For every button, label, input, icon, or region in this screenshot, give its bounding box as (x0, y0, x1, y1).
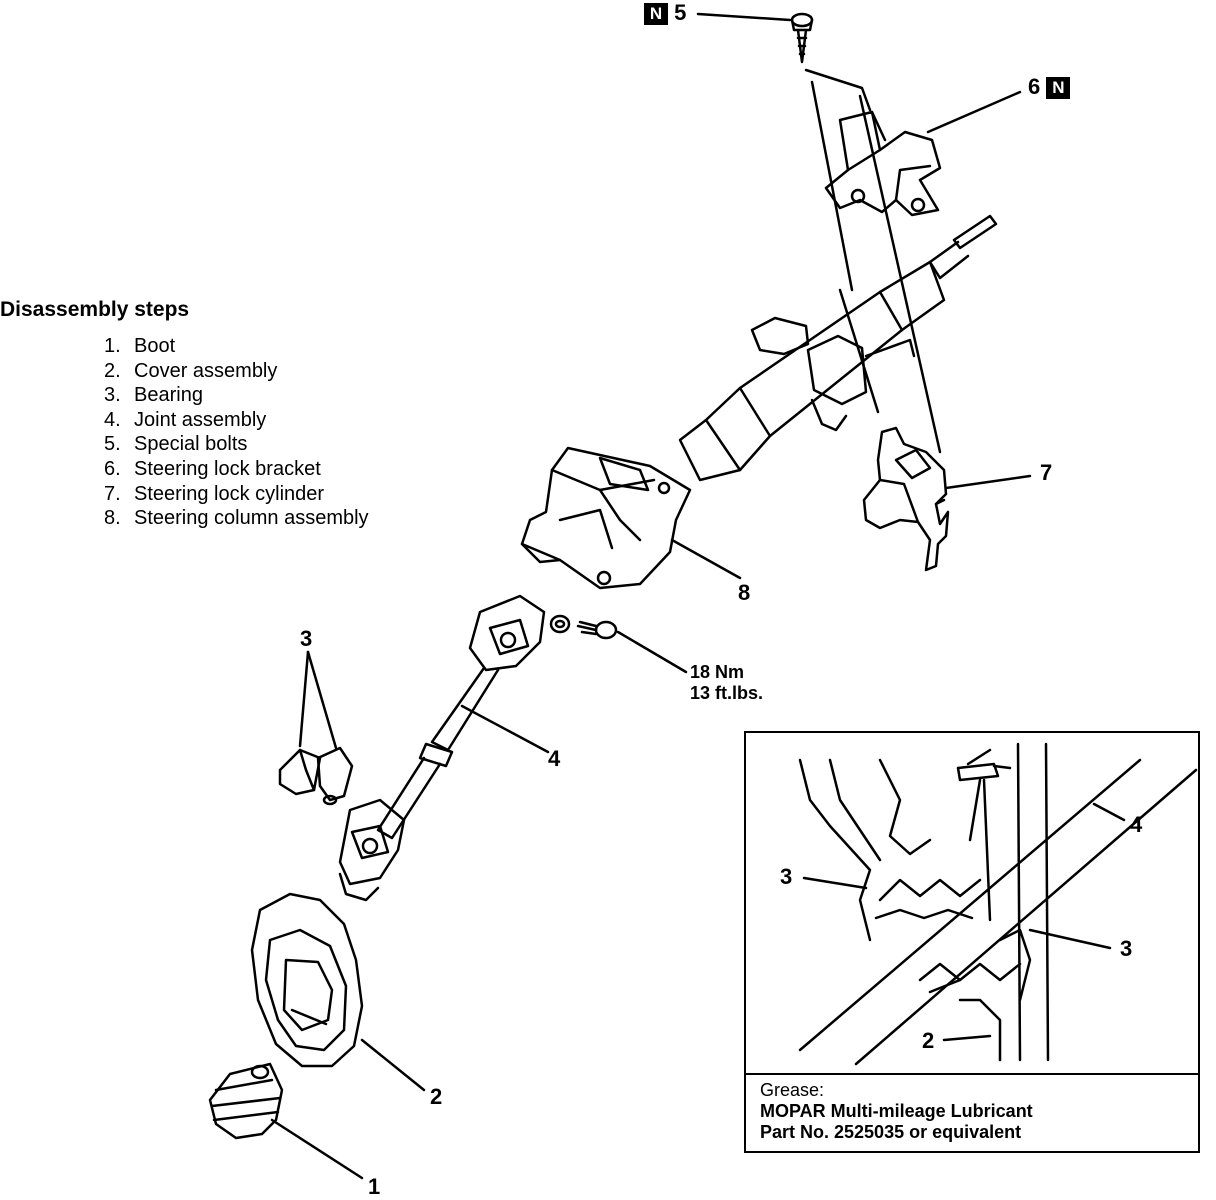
detail-divider (744, 1073, 1200, 1075)
callout-1: 1 (368, 1174, 381, 1199)
boot-drawing (208, 1062, 284, 1140)
callout-4: 4 (548, 746, 561, 771)
torque-ftlbs: 13 ft.lbs. (690, 683, 764, 703)
callout-2: 2 (430, 1084, 443, 1109)
torque-spec: 18 Nm 13 ft.lbs. (690, 662, 763, 704)
grease-note: Grease: MOPAR Multi-mileage Lubricant Pa… (760, 1080, 1033, 1143)
detail-inset-drawing (798, 742, 1198, 1066)
callout-6: 6 N (1028, 74, 1071, 100)
step-item: 1.Boot (104, 335, 176, 357)
step-item: 3.Bearing (104, 384, 203, 407)
step-item: 8.Steering column assembly (104, 507, 369, 530)
detail-leader-3a (802, 876, 868, 890)
step-item: 7.Steering lock cylinder (104, 482, 325, 505)
bolt-guide-line (810, 80, 854, 292)
bearings-drawing (278, 746, 354, 806)
grease-label: Grease: (760, 1080, 825, 1100)
steering-lock-bracket-drawing (824, 110, 942, 217)
callout-5: N 5 (644, 0, 686, 26)
cover-assembly-drawing (250, 892, 364, 1068)
leader-line-6 (926, 90, 1022, 134)
leader-line-3a (298, 650, 310, 748)
bolt-guide-line (804, 68, 872, 112)
bolt-guide-line (858, 94, 942, 454)
detail-leader-2 (942, 1034, 992, 1042)
step-item: 2.Cover assembly (104, 359, 278, 382)
grease-part-number: Part No. 2525035 or equivalent (760, 1122, 1022, 1142)
leader-line-5 (696, 12, 792, 22)
callout-3: 3 (300, 626, 313, 651)
leader-line-3b (306, 650, 338, 750)
leader-line-1 (270, 1118, 364, 1180)
grease-product: MOPAR Multi-mileage Lubricant (760, 1101, 1033, 1121)
detail-callout-3b: 3 (1120, 936, 1133, 961)
leader-line-2 (360, 1038, 426, 1092)
callout-7: 7 (1040, 460, 1053, 485)
step-item: 6.Steering lock bracket (104, 457, 321, 480)
step-item: 4.Joint assembly (104, 408, 267, 431)
detail-inset-box (744, 731, 1200, 1153)
leader-line-torque (616, 630, 688, 674)
detail-callout-2: 2 (922, 1028, 935, 1053)
steering-column-drawing (520, 214, 998, 590)
disassembly-steps-list: 1.Boot 2.Cover assembly 3.Bearing 4.Join… (104, 334, 369, 531)
new-part-badge: N (644, 3, 668, 26)
disassembly-title: Disassembly steps (0, 298, 190, 321)
bolt-guide-line (838, 288, 880, 414)
new-part-badge: N (1046, 77, 1071, 100)
detail-leader-3b (1028, 928, 1112, 950)
leader-line-4 (460, 704, 550, 754)
leader-line-7 (944, 474, 1032, 490)
step-item: 5.Special bolts (104, 433, 248, 456)
detail-callout-3a: 3 (780, 864, 793, 889)
joint-assembly-drawing (338, 594, 546, 902)
leader-line-8 (670, 538, 742, 580)
detail-callout-4: 4 (1130, 812, 1143, 837)
steering-lock-cylinder-drawing (862, 426, 950, 572)
callout-8: 8 (738, 580, 751, 605)
detail-leader-4 (1092, 802, 1126, 822)
torque-nm: 18 Nm (690, 662, 745, 682)
special-bolt-drawing (790, 12, 814, 64)
nut-and-bolt-drawing (549, 614, 618, 640)
